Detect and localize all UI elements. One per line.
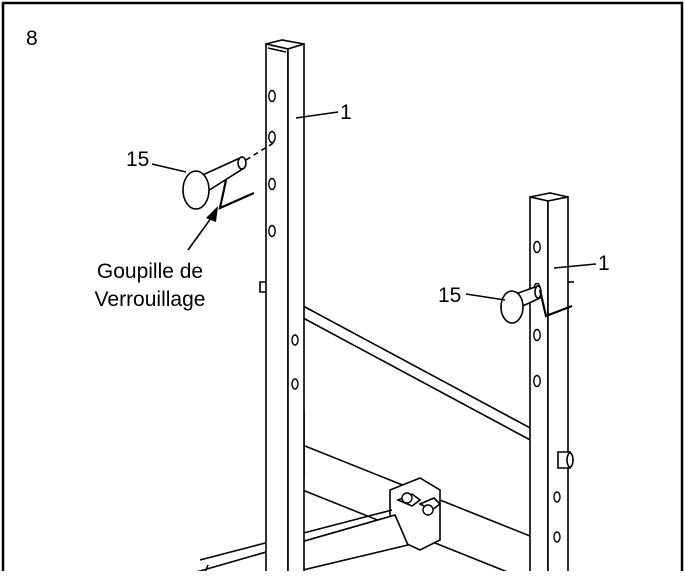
lock-pin-label-line1: Goupille de bbox=[97, 260, 203, 283]
crossbar bbox=[287, 298, 535, 444]
base-tube bbox=[197, 410, 541, 576]
upright-left bbox=[259, 39, 305, 576]
callout-pin-right: 15 bbox=[438, 284, 461, 307]
lock-pin-arrow bbox=[187, 206, 218, 251]
pin-right bbox=[500, 284, 573, 324]
callout-upright-left: 1 bbox=[340, 101, 352, 124]
pin-left bbox=[182, 141, 276, 210]
leader-upright-right bbox=[553, 263, 597, 269]
callout-upright-right: 1 bbox=[598, 252, 610, 275]
lock-pin-label-line2: Verrouillage bbox=[95, 288, 206, 311]
leader-pin-left bbox=[151, 163, 187, 173]
leader-pin-right bbox=[465, 293, 506, 301]
step-number: 8 bbox=[26, 27, 38, 50]
upright-right bbox=[529, 192, 574, 576]
callout-pin-left: 15 bbox=[126, 148, 149, 171]
leader-upright-left bbox=[295, 111, 339, 119]
